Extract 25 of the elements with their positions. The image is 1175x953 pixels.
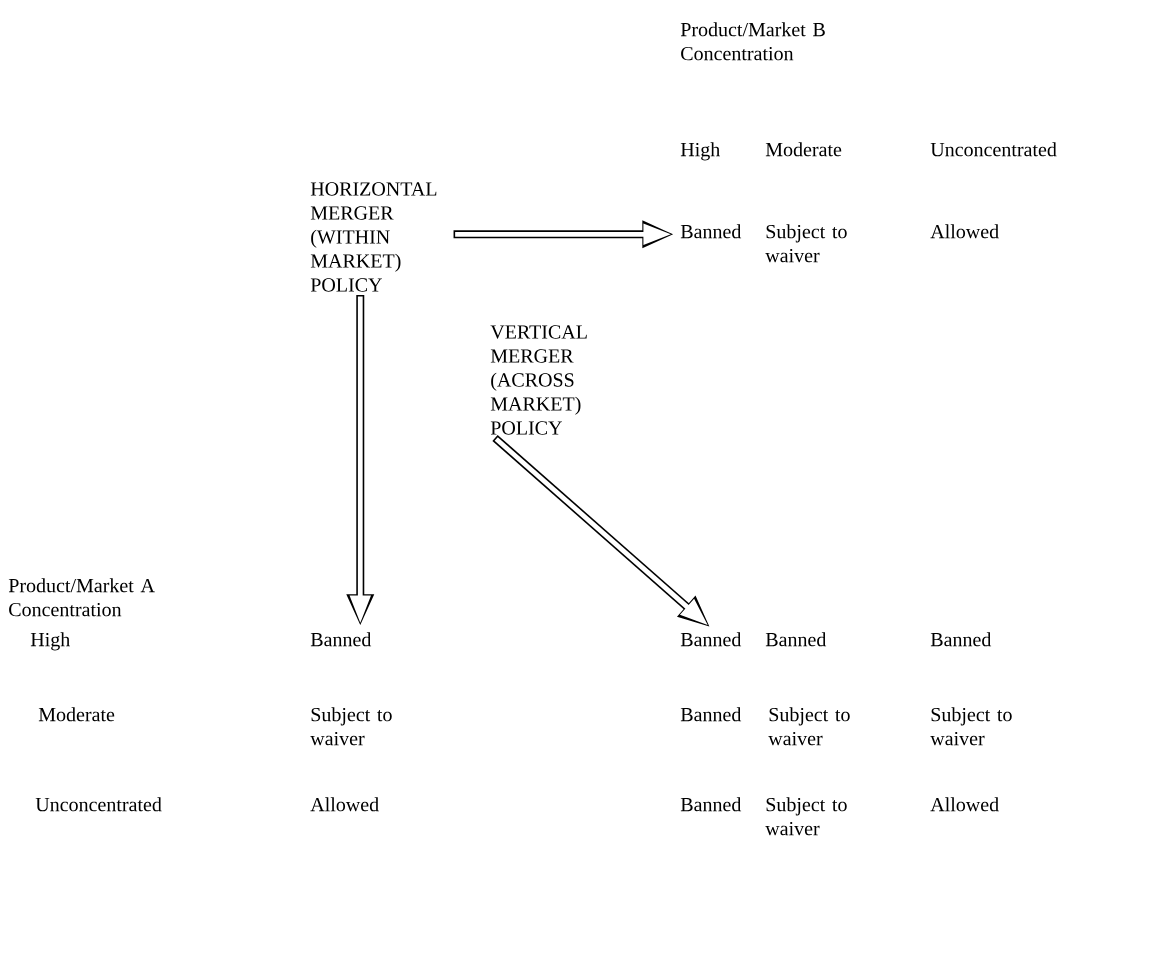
cell-text: Banned [930, 632, 992, 647]
cell-text: Banned [310, 632, 372, 647]
cell-text: Subject to waiver [768, 707, 850, 746]
cell-text: Banned [765, 632, 827, 647]
column-header: Unconcentrated [930, 142, 1057, 157]
row-header: Unconcentrated [35, 797, 162, 812]
cell-text: Banned [680, 707, 742, 722]
cell-text: Banned [680, 224, 742, 239]
cell-text: Subject to waiver [765, 797, 847, 836]
axis-title: Product/Market A Concentration [8, 578, 155, 617]
policy-label: HORIZONTAL MERGER (WITHIN MARKET) POLICY [310, 182, 437, 292]
axis-title: Product/Market B Concentration [680, 22, 825, 61]
column-header: High [680, 142, 720, 161]
row-header: Moderate [38, 707, 115, 722]
cell-text: Banned [680, 632, 742, 647]
policy-label: VERTICAL MERGER (ACROSS MARKET) POLICY [490, 325, 587, 435]
cell-text: Allowed [930, 224, 999, 239]
row-header: High [30, 632, 70, 651]
column-header: Moderate [765, 142, 842, 157]
cell-text: Subject to waiver [765, 224, 847, 263]
cell-text: Subject to waiver [930, 707, 1012, 746]
cell-text: Banned [680, 797, 742, 812]
cell-text: Subject to waiver [310, 707, 392, 746]
cell-text: Allowed [310, 797, 379, 812]
cell-text: Allowed [930, 797, 999, 812]
